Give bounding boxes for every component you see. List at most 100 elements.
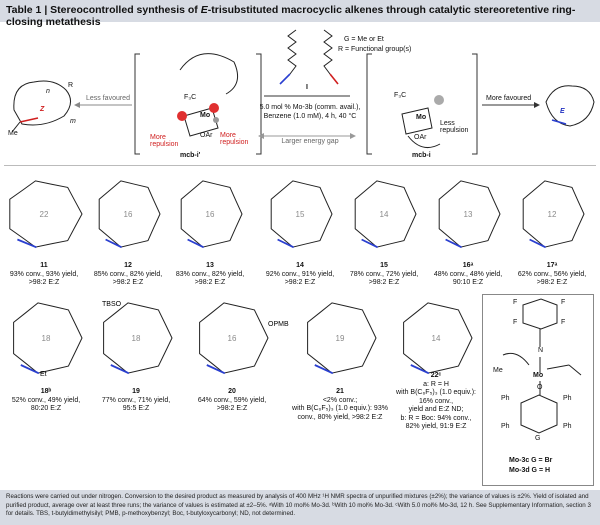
substituent-label: OPMB <box>268 321 289 328</box>
compound-number: 16ᵃ <box>462 262 474 269</box>
compound-result: 52% conv., 49% yield, <box>11 396 81 404</box>
compound-result: <2% conv.; <box>322 396 358 404</box>
compound-result: 48% conv., 48% yield, <box>433 270 503 278</box>
macrocycle-r1-3: 15 <box>270 180 333 249</box>
ring-size-label: 12 <box>548 210 557 219</box>
cat-mo3c: Mo-3c G = Br <box>509 457 553 464</box>
compound-result: 85% conv., 82% yield, <box>93 270 163 278</box>
compound-number: 22ᶜ <box>430 372 442 379</box>
footnote-text: Reactions were carried out under nitroge… <box>6 493 591 517</box>
compound-result: 80:20 E:Z <box>30 405 62 412</box>
macrocycle-r2-0: 18 <box>13 302 83 375</box>
cat-ph-left: Ph <box>501 395 510 402</box>
diene-substrate <box>279 29 339 85</box>
cat-f1: F <box>513 299 518 306</box>
cat-ph-right: Ph <box>563 395 572 402</box>
macrocycle-r1-5: 13 <box>438 180 501 249</box>
title-prefix: Table 1 | Stereocontrolled synthesis of <box>6 4 201 16</box>
less-repulsion-label: Less repulsion <box>440 120 469 134</box>
cat-mo: Mo <box>533 372 544 379</box>
more-favoured-label: More favoured <box>486 95 532 102</box>
mcb-i-prime <box>134 53 262 155</box>
compound-result: 83% conv., 82% yield, <box>175 270 245 278</box>
more-repulsion-left: More repulsion <box>150 134 179 148</box>
macrocycle-r1-2: 16 <box>180 180 243 249</box>
compound-number: 15 <box>380 262 388 269</box>
ring-m-left: m <box>70 118 76 125</box>
cat-ph-left2: Ph <box>501 423 510 430</box>
cat-n: N <box>538 347 544 354</box>
macrocycle-r2-1: 18 <box>103 302 173 375</box>
catalyst-structure <box>502 298 582 434</box>
conditions-line2: Benzene (1.0 mM), 4 h, 40 °C <box>263 113 357 120</box>
macrocycle-r1-0: 22 <box>9 180 83 249</box>
macrocycle-r1-6: 12 <box>522 180 585 249</box>
compound-result: 82% yield, 91:9 E:Z <box>405 423 467 430</box>
mo-right: Mo <box>416 114 427 121</box>
compound-result: with B(C₆F₅)₃ (1.0 equiv.): 93% conv., 8… <box>292 405 388 421</box>
legend-g: G = Me or Et <box>344 36 384 43</box>
compound-result: >98:2 E:Z <box>368 279 400 286</box>
macrocycle-r1-4: 14 <box>354 180 417 249</box>
legend-r: R = Functional group(s) <box>338 46 412 53</box>
compound-number: 21 <box>336 388 344 395</box>
divider <box>4 165 596 166</box>
ring-r-left: R <box>68 82 74 89</box>
compound-result: >98:2 E:Z <box>216 405 248 412</box>
ring-size-label: 16 <box>124 210 133 219</box>
compound-number: 11 <box>40 262 48 269</box>
ring-size-label: 15 <box>296 210 305 219</box>
ring-size-label: 16 <box>206 210 215 219</box>
f3c-left: F₃C <box>184 94 197 101</box>
cat-f2: F <box>561 299 566 306</box>
ring-n-left: n <box>46 88 50 95</box>
less-favoured-label: Less favoured <box>86 95 130 102</box>
ring-size-label: 14 <box>432 334 441 343</box>
table-title: Table 1 | Stereocontrolled synthesis of … <box>6 4 600 28</box>
cat-o: O <box>537 384 543 391</box>
substrate-label: I <box>306 84 308 91</box>
compound-number: 17ᵃ <box>546 262 558 269</box>
compound-result: >98:2 E:Z <box>112 279 144 286</box>
compound-result: >98:2 E:Z <box>284 279 316 286</box>
ring-size-label: 16 <box>228 334 237 343</box>
compound-result: >98:2 E:Z <box>194 279 226 286</box>
row1-structures: 22 16 16 15 14 13 12 <box>9 180 585 249</box>
ring-size-label: 18 <box>132 334 141 343</box>
compound-result: with B(C₆F₅)₃ (1.0 equiv.): <box>396 389 476 396</box>
compound-result: >98:2 E:Z <box>536 279 568 286</box>
cat-me: Me <box>493 367 503 374</box>
compound-result: b: R = Boc: 94% conv., <box>400 414 472 422</box>
table-footnote: Reactions were carried out under nitroge… <box>0 490 600 525</box>
compound-result: 95:5 E:Z <box>122 405 150 412</box>
compound-caption: 21<2% conv.;with B(C₆F₅)₃ (1.0 equiv.): … <box>290 388 390 422</box>
mechanism-scheme: G = Me or Et R = Functional group(s) I 5… <box>4 24 596 162</box>
cat-ph-right2: Ph <box>563 423 572 430</box>
compound-number: 13 <box>206 262 214 269</box>
compound-number: 19 <box>132 388 140 395</box>
catalyst-box: N Mo O G Ph Ph Ph Ph F F F F Me Mo-3c G … <box>482 294 594 486</box>
mcb-i-prime-label: mcb-i' <box>180 152 201 159</box>
more-repulsion-right: More repulsion <box>220 132 249 146</box>
compound-result: >98:2 E:Z <box>28 279 60 286</box>
ring-size-label: 14 <box>380 210 389 219</box>
e-label: E <box>560 108 565 115</box>
macrocycle-r2-4: 14 <box>403 302 473 375</box>
ring-size-label: 22 <box>40 210 49 219</box>
me-left: Me <box>8 130 18 137</box>
energy-gap-label: Larger energy gap <box>281 138 339 145</box>
compound-number: 14 <box>296 262 304 269</box>
compound-result: a: R = H <box>423 380 449 388</box>
compound-result: 78% conv., 72% yield, <box>349 270 419 278</box>
substituent-label: Et <box>40 371 47 378</box>
mo-left: Mo <box>200 112 211 119</box>
